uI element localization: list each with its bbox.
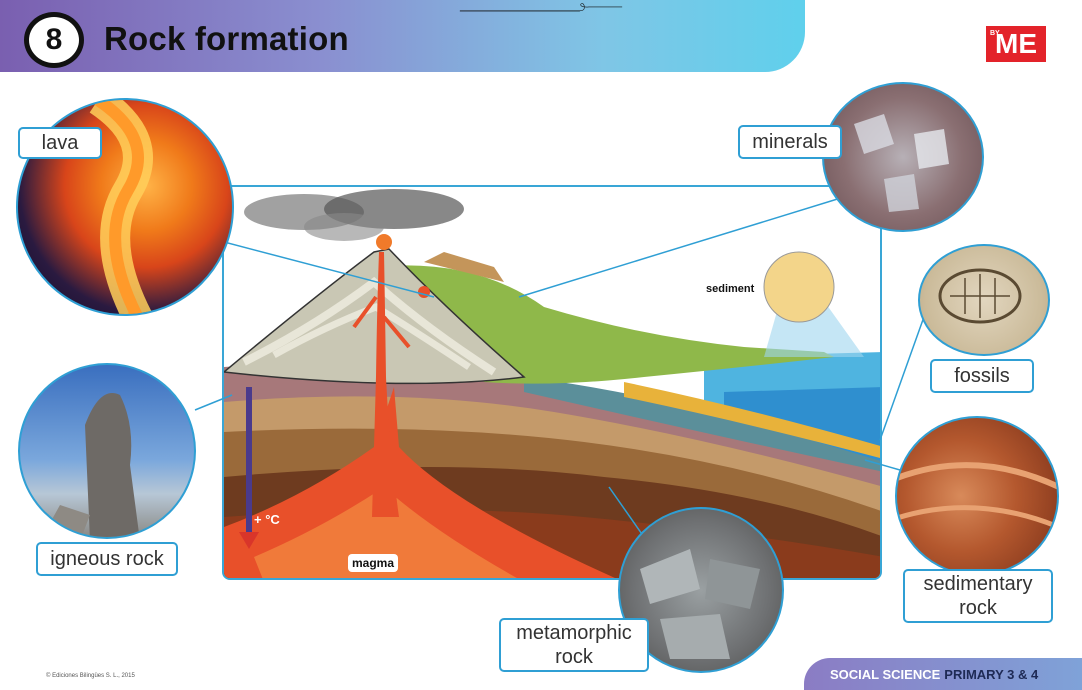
footer-subject: SOCIAL SCIENCE — [830, 666, 941, 682]
sandstone-layers-icon — [897, 462, 1057, 530]
temperature-label: + °C — [254, 512, 280, 527]
fossils-photo-circle — [918, 244, 1050, 356]
sedimentary-rock-label-line1: sedimentary — [923, 573, 1033, 595]
footer-level: PRIMARY 3 & 4 — [944, 666, 1039, 682]
slate-pieces-icon — [640, 549, 760, 659]
sedimentary-rock-photo-circle — [895, 416, 1059, 576]
mineral-crystals-icon — [854, 114, 949, 212]
minerals-photo-circle — [822, 82, 984, 232]
magma-label: magma — [348, 554, 399, 572]
fossils-label: fossils — [930, 359, 1034, 393]
metamorphic-rock-label-line2: rock — [555, 646, 593, 668]
metamorphic-rock-label: metamorphic rock — [499, 618, 649, 672]
igneous-rock-formation-icon — [42, 393, 140, 537]
logo-text: ME — [995, 28, 1037, 59]
minerals-label: minerals — [738, 125, 842, 159]
page-title: Rock formation — [104, 20, 349, 57]
lava-label: lava — [18, 127, 102, 159]
metamorphic-rock-label-line1: metamorphic — [516, 622, 632, 644]
sedimentary-rock-label-line2: rock — [959, 597, 997, 619]
igneous-rock-label: igneous rock — [36, 542, 178, 576]
header-rule — [459, 3, 623, 12]
lava-flow-icon — [89, 100, 153, 314]
igneous-rock-photo-circle — [18, 363, 196, 539]
sedimentary-rock-label: sedimentary rock — [903, 569, 1053, 623]
footer-band: SOCIAL SCIENCE PRIMARY 3 & 4 — [804, 658, 1082, 690]
chapter-number-text: 8 — [45, 23, 63, 56]
header-band — [0, 0, 805, 72]
publisher-logo: BY ME — [986, 26, 1046, 62]
logo-small-text: BY — [990, 30, 1000, 37]
fish-fossil-icon — [938, 268, 1022, 324]
copyright-text: © Ediciones Bilingües S. L., 2015 — [46, 673, 135, 679]
chapter-number: 8 — [24, 12, 84, 68]
sediment-label: sediment — [706, 283, 755, 295]
